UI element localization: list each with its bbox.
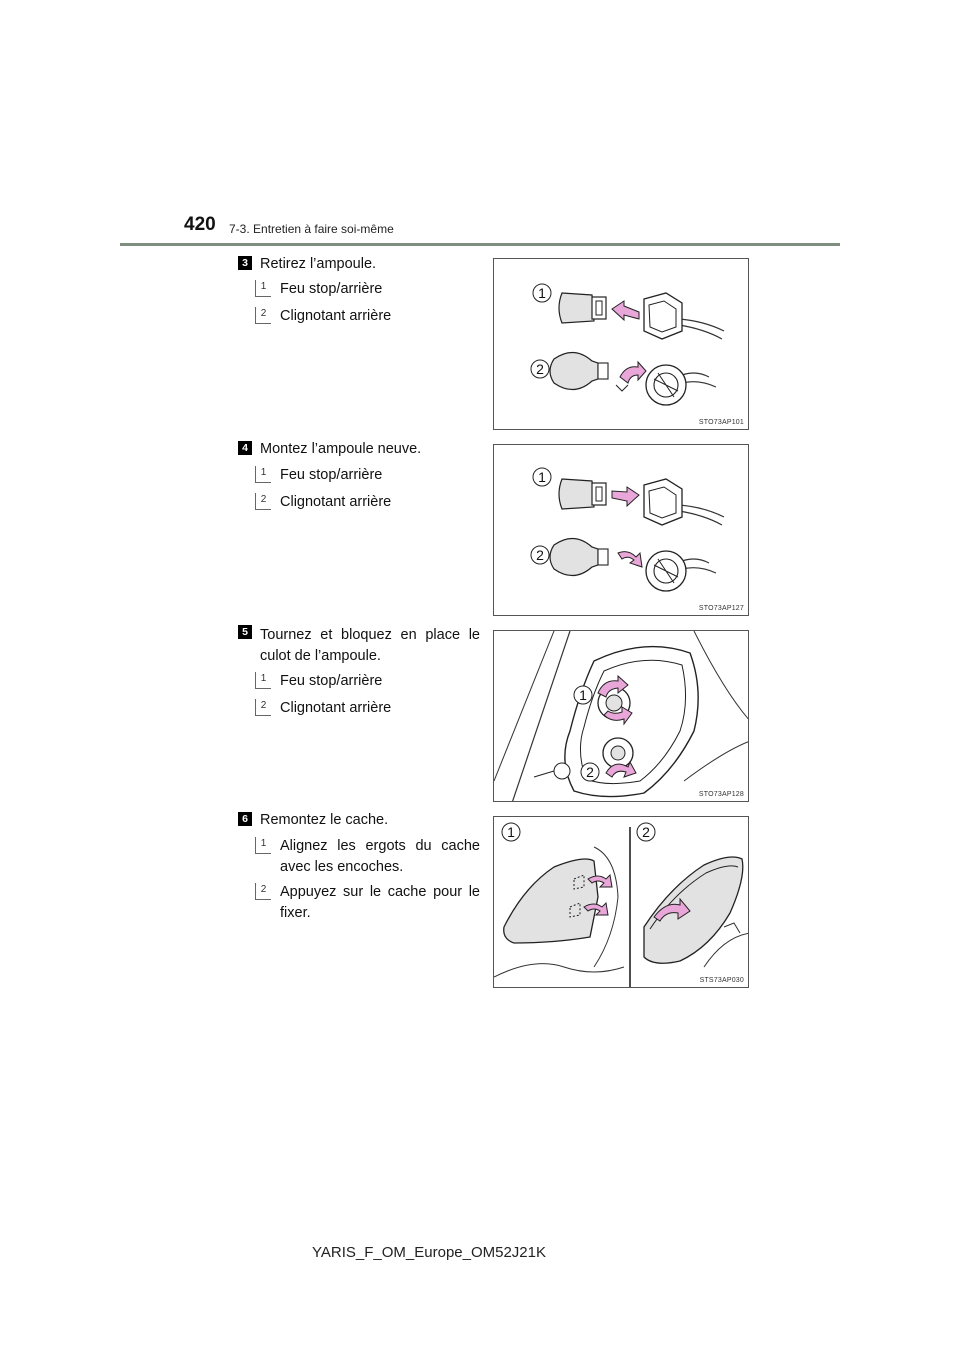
callout-2: 2: [536, 547, 544, 563]
figure-code: STO73AP127: [698, 605, 744, 612]
figure-code: STS73AP030: [699, 977, 744, 984]
step-title: Tournez et bloquez en place le culot de …: [260, 627, 480, 664]
step-number-badge: 4: [238, 441, 252, 455]
callout-1: 1: [538, 469, 546, 485]
step-title: Remontez le cache.: [260, 812, 389, 828]
figure-code: STO73AP128: [698, 791, 744, 798]
substep-item: 2 Appuyez sur le cache pour le fixer.: [255, 882, 480, 924]
substep-number: 2: [255, 883, 271, 900]
section-title: 7-3. Entretien à faire soi-même: [229, 222, 394, 236]
substep-item: 1 Feu stop/arrière: [255, 671, 480, 692]
callout-1: 1: [538, 285, 546, 301]
substep-text: Clignotant arrière: [280, 308, 392, 324]
substep-number: 2: [255, 493, 271, 510]
substep-item: 1 Feu stop/arrière: [255, 279, 480, 300]
substep-number: 1: [255, 280, 271, 297]
lamp-socket-illustration: 1 2 STO73AP128: [493, 630, 749, 802]
step-number-badge: 5: [238, 625, 252, 639]
substep-item: 2 Clignotant arrière: [255, 698, 480, 719]
callout-2: 2: [642, 824, 650, 840]
step-title-block: Tournez et bloquez en place le culot de …: [260, 625, 480, 667]
figure-code: STO73AP101: [698, 419, 744, 426]
substep-number: 1: [255, 672, 271, 689]
document-id: YARIS_F_OM_Europe_OM52J21K: [312, 1244, 547, 1261]
step-title: Montez l’ampoule neuve.: [260, 441, 422, 457]
bulb-install-illustration: 1 2 STO73AP127: [493, 444, 749, 616]
substep-text: Alignez les ergots du cache avec les enc…: [280, 838, 480, 875]
header-rule: [120, 243, 840, 246]
step-number-badge: 3: [238, 256, 252, 270]
substep-number: 1: [255, 466, 271, 483]
callout-2: 2: [536, 361, 544, 377]
substep-number: 1: [255, 837, 271, 854]
substep-number: 2: [255, 307, 271, 324]
substep-item: 2 Clignotant arrière: [255, 492, 480, 513]
substep-text: Appuyez sur le cache pour le fixer.: [280, 884, 480, 921]
bulb-removal-illustration: 1 2 STO73AP101: [493, 258, 749, 430]
substep-text: Feu stop/arrière: [280, 467, 383, 483]
callout-2: 2: [586, 764, 594, 780]
cover-refit-illustration: 1 2 STS73AP030: [493, 816, 749, 988]
substep-text: Clignotant arrière: [280, 700, 392, 716]
substep-item: 2 Clignotant arrière: [255, 306, 480, 327]
substep-text: Feu stop/arrière: [280, 673, 383, 689]
callout-1: 1: [507, 824, 515, 840]
page-number: 420: [184, 214, 216, 235]
callout-1: 1: [579, 687, 587, 703]
step-title: Retirez l’ampoule.: [260, 256, 377, 272]
substep-item: 1 Alignez les ergots du cache avec les e…: [255, 836, 480, 878]
substep-text: Feu stop/arrière: [280, 281, 383, 297]
substep-item: 1 Feu stop/arrière: [255, 465, 480, 486]
substep-number: 2: [255, 699, 271, 716]
substep-text: Clignotant arrière: [280, 494, 392, 510]
step-number-badge: 6: [238, 812, 252, 826]
